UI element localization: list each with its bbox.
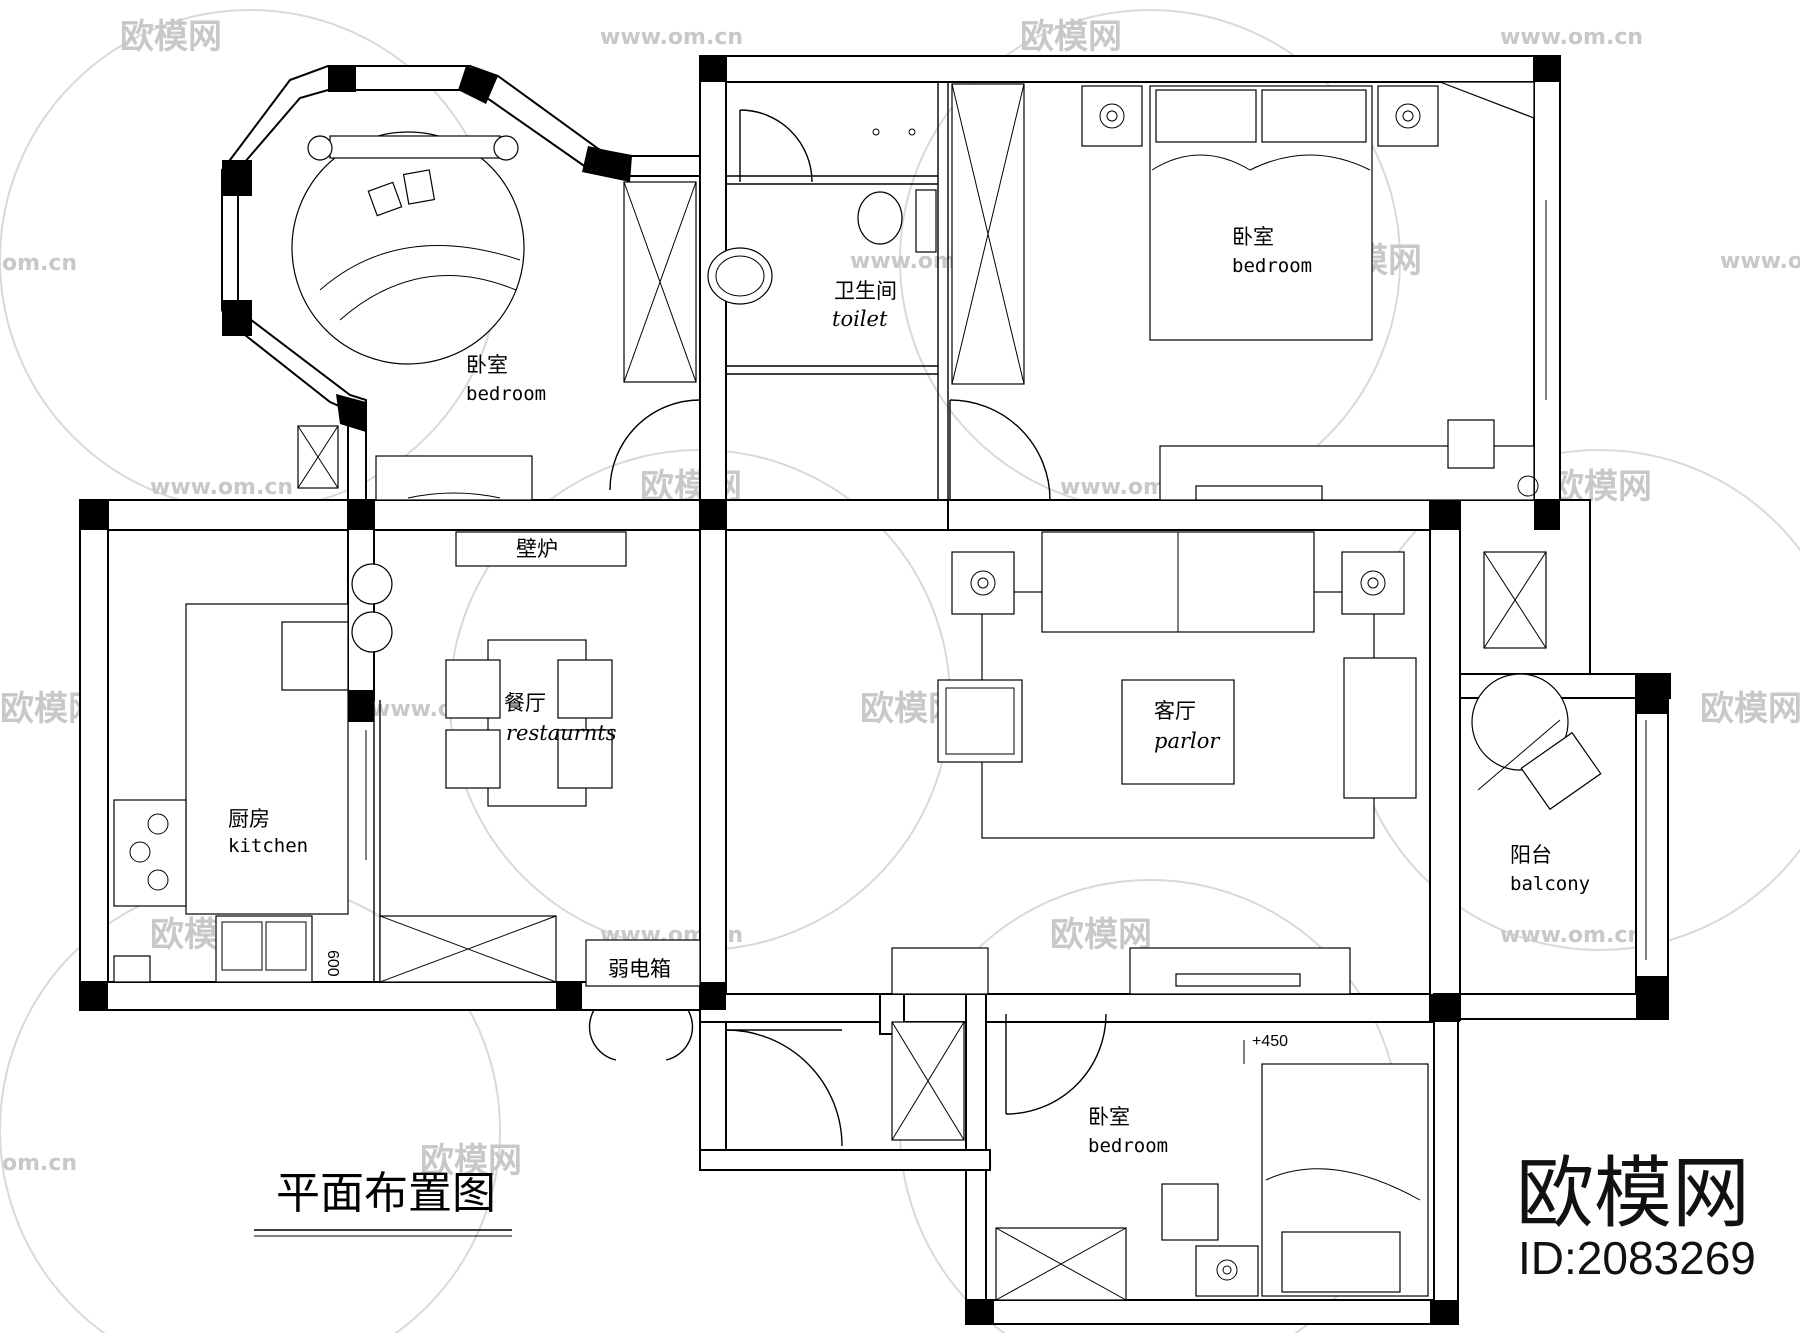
room-label-dining-cn: 餐厅 — [504, 691, 546, 715]
watermark-brand: 欧模网 — [120, 17, 222, 57]
site-logo: 欧模网 ID:2083269 — [1516, 1149, 1756, 1284]
pillars — [80, 56, 1668, 1324]
sink-dimension: 600 — [324, 950, 341, 977]
room-label-bedroom-top-left-en: bedroom — [466, 383, 546, 405]
elevation-mark: +450 — [1252, 1033, 1288, 1050]
room-label-bedroom-bottom-cn: 卧室 — [1088, 1105, 1130, 1129]
watermark-url: www.om.cn — [1500, 923, 1643, 948]
room-label-balcony-cn: 阳台 — [1510, 843, 1552, 867]
wardrobes — [297, 83, 1547, 1301]
room-labels: 卧室 bedroom 卫生间 toilet 卧室 bedroom 壁炉 餐厅 r… — [228, 225, 1590, 1157]
room-label-parlor-cn: 客厅 — [1154, 699, 1196, 723]
watermark-url: om.cn — [2, 1151, 77, 1176]
watermark-url: www.om.cn — [600, 25, 743, 50]
plan-title: 平面布置图 — [276, 1168, 496, 1219]
room-label-kitchen-cn: 厨房 — [228, 807, 270, 831]
room-label-balcony-en: balcony — [1510, 873, 1590, 895]
room-label-weak-box: 弱电箱 — [608, 957, 671, 981]
logo-name: 欧模网 — [1516, 1149, 1750, 1239]
watermark-url: www.om.cn — [150, 475, 293, 500]
room-label-bedroom-master-cn: 卧室 — [1232, 225, 1274, 249]
drawing-title: 平面布置图 — [254, 1168, 512, 1237]
watermark-brand: 欧模网 — [1700, 689, 1800, 729]
room-label-parlor-en: parlor — [1154, 729, 1221, 753]
walls — [79, 55, 1671, 1325]
room-label-bedroom-bottom-en: bedroom — [1088, 1135, 1168, 1157]
furniture — [113, 81, 1647, 1297]
watermark-brand: 欧模网 — [1020, 17, 1122, 57]
watermark-brand: 欧模网 — [420, 1141, 522, 1181]
room-label-toilet-cn: 卫生间 — [834, 279, 897, 303]
watermark-url: om.cn — [2, 251, 77, 276]
room-label-bedroom-top-left-cn: 卧室 — [466, 353, 508, 377]
room-label-fireplace: 壁炉 — [516, 537, 558, 561]
watermark-url: www.om.cn — [1720, 249, 1800, 274]
room-label-toilet-en: toilet — [832, 307, 888, 331]
watermark-url: www.om.cn — [1500, 25, 1643, 50]
room-label-dining-en: restaurnts — [506, 721, 617, 745]
room-label-kitchen-en: kitchen — [228, 835, 308, 857]
doors — [588, 109, 1107, 1147]
room-label-bedroom-master-en: bedroom — [1232, 255, 1312, 277]
logo-id: ID:2083269 — [1518, 1232, 1756, 1284]
